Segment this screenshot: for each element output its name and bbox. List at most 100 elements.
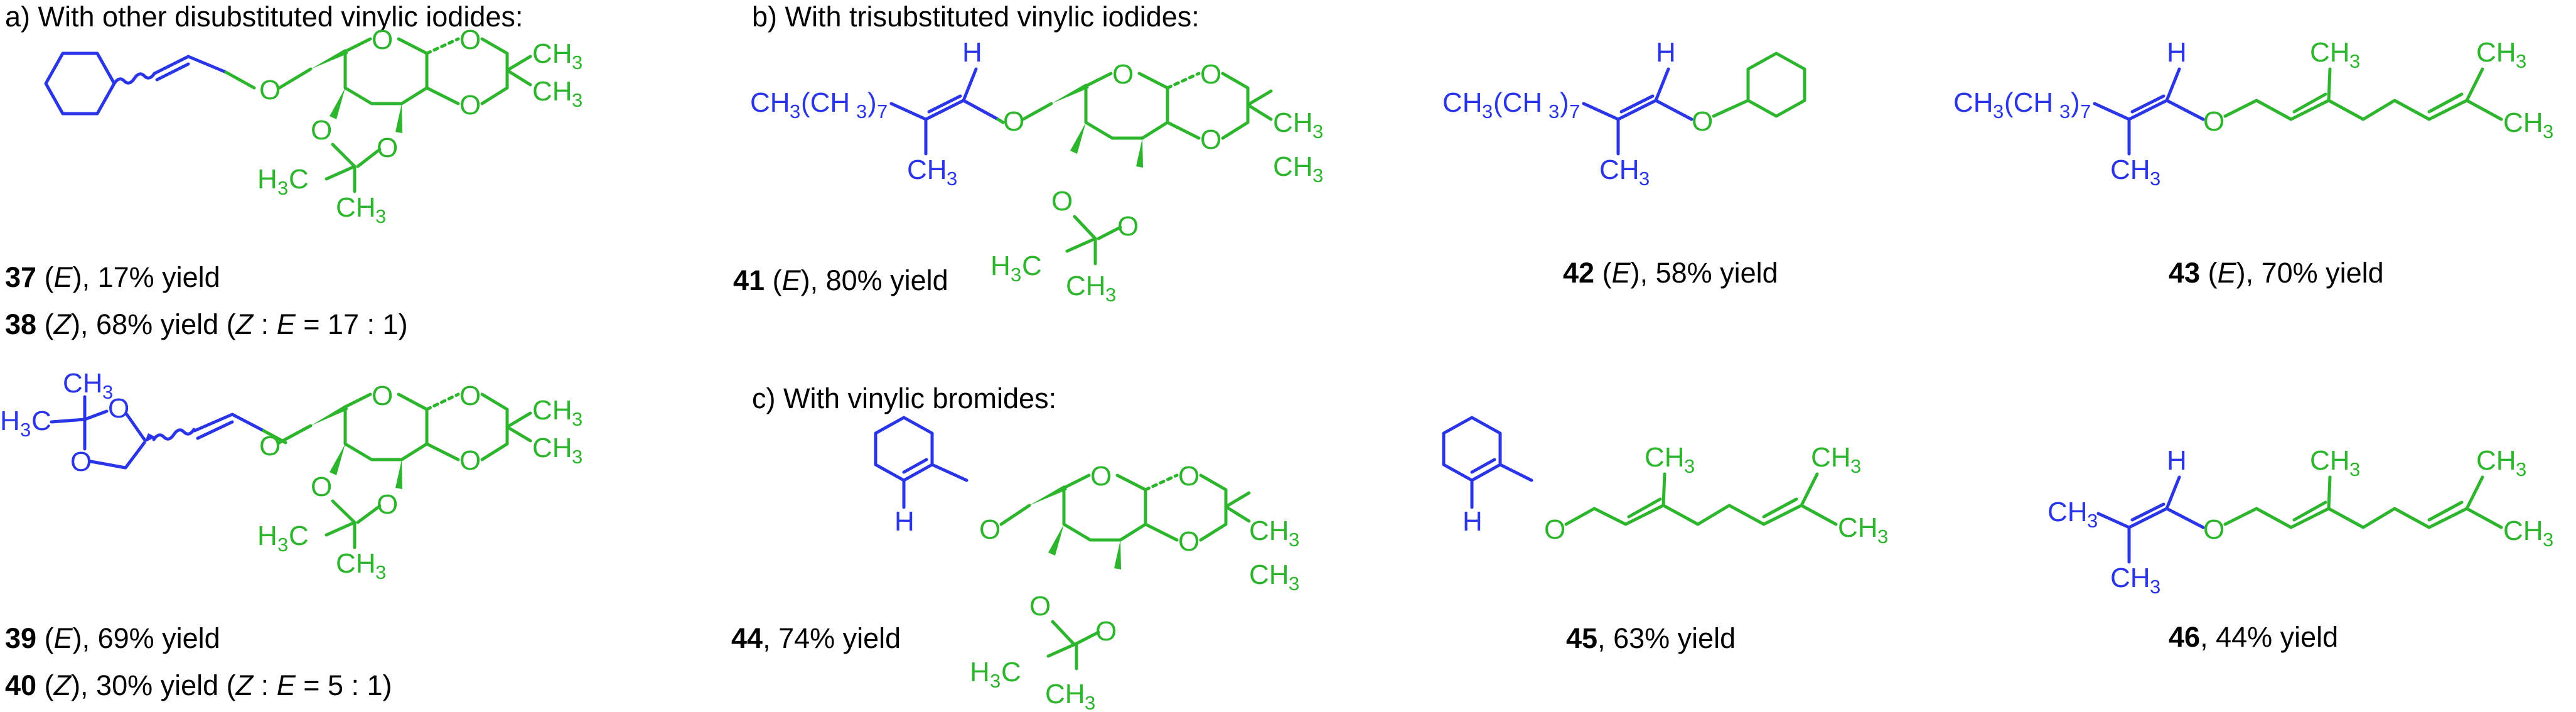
svg-text:H: H bbox=[0, 406, 20, 436]
svg-text:3: 3 bbox=[1639, 168, 1650, 190]
svg-text:H: H bbox=[257, 521, 277, 551]
svg-text:CH: CH bbox=[2503, 515, 2543, 546]
svg-text:C: C bbox=[1022, 251, 1042, 281]
svg-text:CH: CH bbox=[2476, 37, 2516, 68]
svg-text:): ) bbox=[2071, 87, 2080, 118]
svg-text:O: O bbox=[70, 446, 92, 477]
svg-text:3: 3 bbox=[2349, 50, 2360, 72]
svg-text:CH: CH bbox=[1066, 271, 1106, 301]
svg-text:O: O bbox=[2203, 514, 2224, 545]
svg-text:O: O bbox=[2203, 106, 2224, 137]
svg-text:3: 3 bbox=[1289, 573, 1299, 595]
svg-text:3: 3 bbox=[102, 381, 113, 403]
svg-text:3: 3 bbox=[1105, 284, 1116, 306]
svg-text:CH: CH bbox=[336, 548, 376, 579]
svg-text:O: O bbox=[1692, 106, 1713, 137]
svg-text:CH: CH bbox=[750, 87, 790, 118]
svg-text:3: 3 bbox=[572, 51, 582, 73]
svg-text:CH: CH bbox=[1442, 87, 1483, 118]
svg-text:CH: CH bbox=[1045, 679, 1085, 709]
svg-text:O: O bbox=[459, 380, 481, 411]
svg-text:3: 3 bbox=[1085, 692, 1095, 712]
svg-text:O: O bbox=[259, 431, 281, 461]
svg-text:3: 3 bbox=[990, 670, 1001, 692]
svg-text:O: O bbox=[311, 115, 332, 146]
svg-text:C: C bbox=[31, 406, 51, 436]
caption-39: 39 (E), 69% yield bbox=[5, 622, 220, 654]
svg-text:C: C bbox=[289, 164, 309, 195]
svg-text:CH: CH bbox=[907, 154, 947, 185]
svg-text:3: 3 bbox=[572, 446, 582, 468]
svg-text:H: H bbox=[1656, 37, 1676, 68]
svg-text:): ) bbox=[867, 87, 877, 118]
svg-text:3: 3 bbox=[1877, 526, 1888, 547]
svg-text:(CH: (CH bbox=[801, 87, 850, 118]
svg-text:CH: CH bbox=[2310, 445, 2350, 476]
caption-42: 42 (E), 58% yield bbox=[1563, 257, 1778, 289]
svg-text:3: 3 bbox=[572, 408, 582, 430]
svg-text:O: O bbox=[372, 24, 393, 55]
svg-text:H: H bbox=[257, 164, 277, 195]
svg-text:CH: CH bbox=[1249, 559, 1289, 590]
svg-text:3: 3 bbox=[375, 561, 386, 583]
svg-text:H: H bbox=[1462, 506, 1483, 537]
caption-44: 44, 74% yield bbox=[731, 622, 901, 654]
svg-text:O: O bbox=[459, 445, 481, 476]
svg-text:3: 3 bbox=[572, 89, 582, 111]
caption-43: 43 (E), 70% yield bbox=[2169, 257, 2384, 289]
svg-text:3: 3 bbox=[1312, 165, 1323, 186]
svg-text:CH: CH bbox=[532, 433, 572, 463]
svg-text:O: O bbox=[1003, 106, 1024, 137]
svg-text:CH: CH bbox=[1838, 512, 1878, 543]
svg-text:CH: CH bbox=[2476, 445, 2516, 476]
svg-text:CH: CH bbox=[1811, 442, 1851, 473]
svg-text:3: 3 bbox=[1289, 529, 1299, 551]
caption-40: 40 (Z), 30% yield (Z : E = 5 : 1) bbox=[5, 669, 392, 701]
svg-text:3: 3 bbox=[2150, 576, 2160, 598]
svg-text:O: O bbox=[1544, 514, 1565, 545]
svg-text:O: O bbox=[372, 380, 393, 411]
svg-text:3: 3 bbox=[2516, 458, 2526, 480]
svg-text:7: 7 bbox=[877, 100, 888, 122]
svg-text:(CH: (CH bbox=[2004, 87, 2053, 118]
svg-text:O: O bbox=[1051, 186, 1073, 217]
svg-text:3: 3 bbox=[2150, 168, 2160, 190]
cyclohexane-ring bbox=[44, 51, 116, 116]
svg-text:CH: CH bbox=[2110, 154, 2150, 185]
svg-text:H: H bbox=[2167, 37, 2187, 68]
svg-text:C: C bbox=[1001, 657, 1021, 688]
svg-text:3: 3 bbox=[2349, 458, 2360, 480]
svg-text:CH: CH bbox=[532, 38, 572, 69]
svg-text:H: H bbox=[962, 37, 982, 68]
wavy-bond bbox=[112, 72, 156, 85]
svg-text:3: 3 bbox=[2059, 100, 2070, 122]
caption-41: 41 (E), 80% yield bbox=[733, 264, 948, 296]
caption-46: 46, 44% yield bbox=[2169, 621, 2338, 653]
svg-text:CH: CH bbox=[63, 368, 103, 399]
svg-text:3: 3 bbox=[1482, 100, 1493, 122]
svg-text:3: 3 bbox=[1312, 121, 1323, 143]
svg-text:O: O bbox=[377, 132, 398, 163]
svg-text:C: C bbox=[289, 521, 309, 551]
svg-text:CH: CH bbox=[532, 76, 572, 107]
svg-text:H: H bbox=[2167, 445, 2187, 476]
svg-text:3: 3 bbox=[2543, 121, 2553, 143]
svg-text:3: 3 bbox=[790, 100, 800, 122]
svg-text:O: O bbox=[311, 472, 332, 502]
svg-text:CH: CH bbox=[1645, 442, 1685, 473]
svg-text:3: 3 bbox=[1684, 455, 1695, 477]
svg-text:H: H bbox=[970, 657, 990, 688]
svg-text:CH: CH bbox=[2310, 37, 2350, 68]
svg-text:3: 3 bbox=[277, 177, 288, 199]
svg-text:H: H bbox=[894, 506, 915, 537]
svg-text:O: O bbox=[1178, 461, 1199, 492]
svg-text:H: H bbox=[990, 251, 1011, 281]
svg-text:3: 3 bbox=[2087, 510, 2098, 532]
svg-text:CH: CH bbox=[1953, 87, 1994, 118]
